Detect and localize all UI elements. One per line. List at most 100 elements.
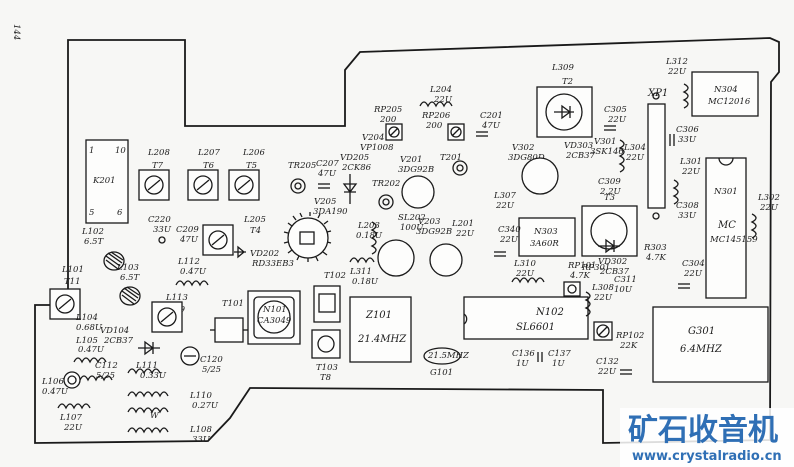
c136-value: 1U xyxy=(516,359,529,369)
v201-value: 3DG92B xyxy=(398,165,434,175)
l102-label: L102 xyxy=(81,227,104,237)
rp206-value: 200 xyxy=(425,121,443,131)
vd202-value: RD33EB3 xyxy=(251,259,294,269)
c112-value: 5/25 xyxy=(96,371,115,381)
n101-value: CA3049 xyxy=(257,316,292,326)
coil-l107 xyxy=(57,403,91,410)
k201-pin-1: 1 xyxy=(89,146,94,156)
l304-label: L304 xyxy=(623,143,646,153)
c340-label: C340 xyxy=(498,225,521,235)
v203-value: 3DG92B xyxy=(416,227,452,237)
l107-value: 22U xyxy=(63,423,83,433)
ic-n101-body xyxy=(247,290,301,345)
vd205-label: VD205 xyxy=(340,153,369,163)
n303-value: 3A60R xyxy=(530,239,559,249)
transistor-v203 xyxy=(377,239,415,277)
t102-label: T102 xyxy=(324,271,346,281)
rp101-value: 4.7K xyxy=(569,271,591,281)
l309-label: L309 xyxy=(551,63,574,73)
l310-value: 22U xyxy=(515,269,535,279)
transistor-v302 xyxy=(521,157,559,195)
l308-value: 22U xyxy=(593,293,613,303)
c201-value: 47U xyxy=(481,121,501,131)
t6-label: T6 xyxy=(203,161,215,171)
test-point-t201 xyxy=(452,160,468,176)
c220-value: 33U xyxy=(153,225,172,235)
g301-label: G301 xyxy=(688,326,715,337)
l201-value: 22U xyxy=(455,229,475,239)
l203-label: L203 xyxy=(357,221,380,231)
l108-value: 33U xyxy=(192,435,211,445)
c308-label: C308 xyxy=(676,201,699,211)
l112-label: L112 xyxy=(177,257,200,267)
filter-z101 xyxy=(349,296,412,363)
cap-c207 xyxy=(318,183,330,189)
coil-w xyxy=(127,407,169,414)
trimmer-t4 xyxy=(202,224,234,256)
n301-value: MC145159 xyxy=(709,235,758,245)
v301-label: V301 xyxy=(594,137,616,147)
trimmer-t2 xyxy=(536,86,593,138)
vd205-value: 2CK86 xyxy=(341,163,372,173)
trim-cap-c112 xyxy=(63,371,81,389)
l311-value: 0.18U xyxy=(352,277,379,287)
watermark-url: www.crystalradio.cn xyxy=(632,449,782,464)
coil-l203 xyxy=(370,221,377,255)
l302-label: L302 xyxy=(757,193,780,203)
t8-label: T8 xyxy=(320,373,332,383)
test-point-tr202 xyxy=(378,194,394,210)
c309-value: 2.2U xyxy=(599,187,622,197)
c311-value: 10U xyxy=(614,285,633,295)
z101-value: 21.4MHZ xyxy=(357,334,407,345)
n303-label: N303 xyxy=(533,227,558,237)
c209-value: 47U xyxy=(179,235,199,245)
v204-value: VP1008 xyxy=(360,143,394,153)
coil-l204 xyxy=(419,101,453,108)
l301-label: L301 xyxy=(679,157,702,167)
pot-rp205 xyxy=(385,123,403,141)
connector-xp1 xyxy=(647,103,666,209)
vd303-label: VD303 xyxy=(564,141,593,151)
transistor-v201 xyxy=(401,175,435,209)
z101-label: Z101 xyxy=(365,310,392,321)
l312-value: 22U xyxy=(667,67,687,77)
n301-value-prefix: MC xyxy=(717,220,736,231)
l304-value: 22U xyxy=(625,153,645,163)
l103-value: 6.5T xyxy=(120,273,141,283)
l106-label: L106 xyxy=(41,377,64,387)
l307-value: 22U xyxy=(495,201,515,211)
n301-label: N301 xyxy=(713,187,738,197)
pot-rp102 xyxy=(593,321,613,341)
r303-value: 4.7K xyxy=(645,253,667,263)
c112-label: C112 xyxy=(95,361,118,371)
l105-label: L105 xyxy=(75,336,98,346)
coil-l111 xyxy=(127,368,161,375)
c311-label: C311 xyxy=(614,275,637,285)
k201-pin-10: 10 xyxy=(115,146,126,156)
v301-value: 3SK146 xyxy=(590,147,624,157)
transistor-v202 xyxy=(429,243,463,277)
v302-value: 3DG80D xyxy=(508,153,545,163)
k201-pin-5: 5 xyxy=(89,208,94,218)
t5-label: T5 xyxy=(246,161,257,171)
coil-l308 xyxy=(584,291,591,317)
caps-c136-c137 xyxy=(537,352,543,362)
ic-n301 xyxy=(705,157,747,299)
l308-label: L308 xyxy=(591,283,614,293)
board-outline xyxy=(34,37,780,444)
l108-label: L108 xyxy=(189,425,212,435)
l110-value: 0.27U xyxy=(192,401,219,411)
l208-label: L208 xyxy=(147,148,170,158)
l207-label: L207 xyxy=(197,148,220,158)
coil-l105 xyxy=(73,357,107,364)
rp205-label: RP205 xyxy=(373,105,402,115)
rp102-value: 22K xyxy=(619,341,638,351)
coil-l312 xyxy=(682,83,689,109)
l307-label: L307 xyxy=(493,191,516,201)
coil-l103 xyxy=(119,286,141,306)
coil-l102 xyxy=(103,251,125,271)
l104-value: 0.68U xyxy=(76,323,103,333)
sl202-value: 100U xyxy=(400,223,424,233)
rp101-label: RP101 xyxy=(567,261,596,271)
l204-value: 22U xyxy=(433,95,453,105)
